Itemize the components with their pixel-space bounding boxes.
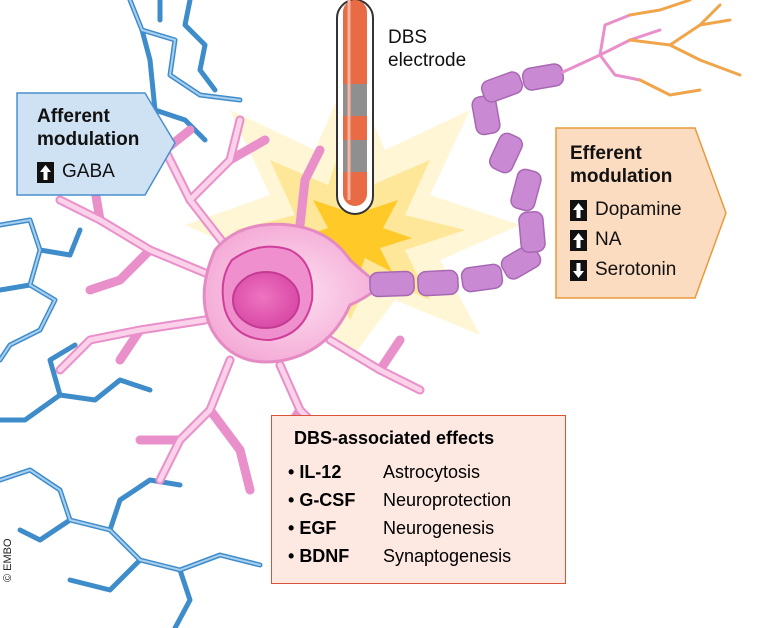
up-arrow-icon	[37, 161, 54, 183]
afferent-item-label: GABA	[62, 161, 115, 182]
electrode-label: DBS electrode	[388, 26, 466, 72]
effects-panel: DBS-associated effects • IL-12 Astrocyto…	[271, 415, 566, 584]
efferent-title-line1: Efferent	[570, 143, 642, 164]
afferent-box	[16, 92, 176, 196]
electrode-label-line2: electrode	[388, 50, 467, 71]
effects-factor: • EGF	[288, 518, 337, 538]
efferent-item-label: Dopamine	[595, 199, 682, 220]
effects-factor: • G-CSF	[288, 490, 356, 510]
electrode-label-line1: DBS	[388, 27, 428, 48]
effects-factor: • BDNF	[288, 546, 350, 566]
down-arrow-icon	[570, 259, 587, 281]
nucleus	[232, 271, 300, 329]
efferent-item: NA	[570, 229, 621, 251]
up-arrow-icon	[570, 229, 587, 251]
effects-title: DBS-associated effects	[294, 428, 495, 448]
afferent-item: GABA	[37, 161, 115, 183]
dbs-electrode	[336, 0, 374, 215]
efferent-title-line2: modulation	[570, 166, 673, 187]
efferent-item-label: NA	[595, 229, 622, 250]
effects-outcome: Synaptogenesis	[383, 546, 512, 566]
efferent-item-label: Serotonin	[595, 259, 677, 280]
myelinated-axon	[369, 63, 565, 298]
effects-outcome: Neurogenesis	[383, 518, 495, 538]
efferent-modulation-panel: Efferent modulation Dopamine NA Serotoni…	[556, 128, 726, 298]
efferent-item: Dopamine	[570, 199, 682, 221]
up-arrow-icon	[570, 199, 587, 221]
afferent-modulation-panel: Afferent modulation GABA	[17, 93, 177, 195]
copyright-credit: © EMBO	[2, 538, 14, 582]
effects-factor: • IL-12	[288, 462, 342, 482]
effects-outcome: Astrocytosis	[383, 462, 481, 482]
afferent-title-line1: Afferent	[37, 106, 110, 127]
efferent-box	[555, 127, 727, 299]
efferent-item: Serotonin	[570, 259, 676, 281]
afferent-title-line2: modulation	[37, 129, 140, 150]
effects-outcome: Neuroprotection	[383, 490, 512, 510]
axon-terminals	[561, 0, 742, 97]
